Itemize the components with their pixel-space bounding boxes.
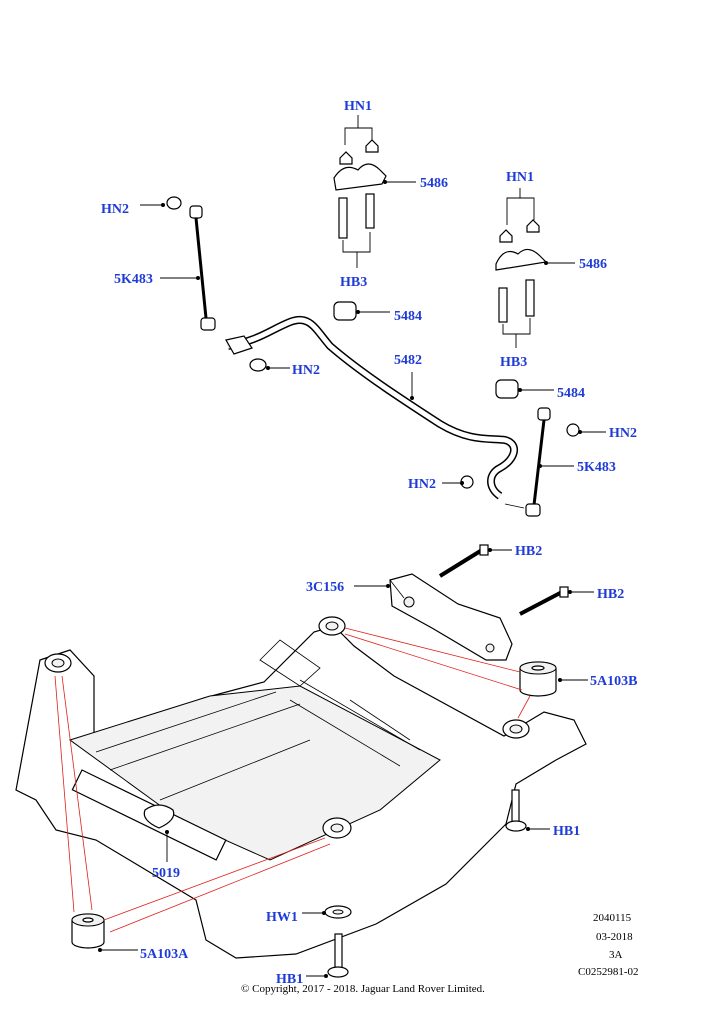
callout-5019: 5019 xyxy=(152,866,180,881)
callout-3c156: 3C156 xyxy=(306,580,344,595)
callout-hn2-low: HN2 xyxy=(408,477,436,492)
callout-labels: HN1 5486 HB3 HN2 5K483 HN1 5486 HB3 5484… xyxy=(101,99,637,987)
callout-5484-top: 5484 xyxy=(394,309,422,324)
callout-hb1-bottom: HB1 xyxy=(276,972,303,987)
drawing-code-1: 2040115 xyxy=(593,912,632,924)
callout-hb2-right: HB2 xyxy=(597,587,624,602)
bracket-assembly-top xyxy=(333,115,416,268)
callout-5k483-right: 5K483 xyxy=(577,460,616,475)
callout-hn1-top: HN1 xyxy=(344,99,372,114)
drawing-meta: 2040115 03-2018 3A C0252981-02 © Copyrig… xyxy=(241,912,639,995)
callout-hb3-top: HB3 xyxy=(340,275,367,290)
callout-hn1-right: HN1 xyxy=(506,170,534,185)
callout-hb1-right: HB1 xyxy=(553,824,580,839)
callout-hb2-top: HB2 xyxy=(515,544,542,559)
drawing-code-4: C0252981-02 xyxy=(578,966,639,978)
drawing-code-2: 03-2018 xyxy=(596,931,633,943)
washer-hw1 xyxy=(302,905,352,919)
bracket-assembly-right xyxy=(495,188,575,348)
callout-hn2-right: HN2 xyxy=(609,426,637,441)
callout-5486-top: 5486 xyxy=(420,176,448,191)
bushing-5a103a xyxy=(71,913,138,952)
bushing-5a103b xyxy=(519,661,588,697)
callout-hw1: HW1 xyxy=(266,910,298,925)
callout-hn2-left: HN2 xyxy=(101,202,129,217)
callout-5486-right: 5486 xyxy=(579,257,607,272)
bolt-hb1-bottom xyxy=(306,933,349,978)
callout-hb3-right: HB3 xyxy=(500,355,527,370)
callout-5484-right: 5484 xyxy=(557,386,585,401)
callout-5a103b: 5A103B xyxy=(590,674,637,689)
subframe-5019 xyxy=(15,616,587,959)
callout-hn2-mid: HN2 xyxy=(292,363,320,378)
bolt-hb1-right xyxy=(505,789,550,832)
stabilizer-bar-assembly xyxy=(140,196,606,517)
callout-5482: 5482 xyxy=(394,353,422,368)
callout-5k483-left: 5K483 xyxy=(114,272,153,287)
callout-5a103a: 5A103A xyxy=(140,947,189,962)
drawing-code-3: 3A xyxy=(609,949,623,961)
copyright-notice: © Copyright, 2017 - 2018. Jaguar Land Ro… xyxy=(241,983,485,995)
mount-bracket-3c156 xyxy=(354,544,594,661)
alignment-guide-lines xyxy=(54,627,531,933)
